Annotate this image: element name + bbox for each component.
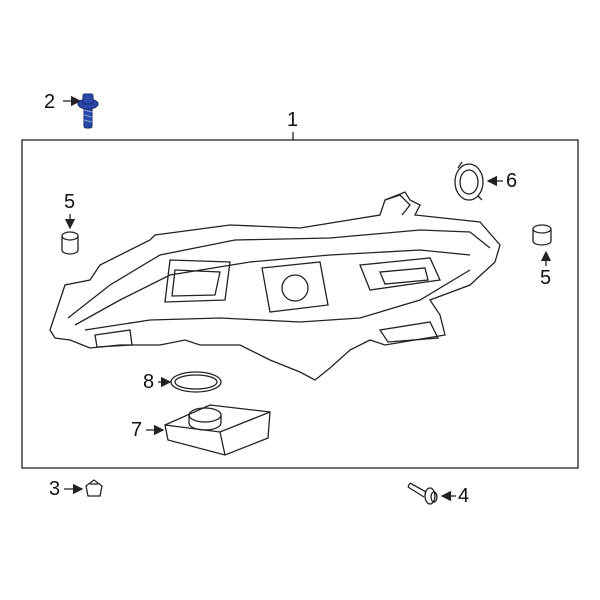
callout-5-left: 5	[64, 191, 76, 213]
ballast-module-7	[164, 404, 271, 456]
assembly-frame	[21, 139, 579, 469]
callout-2: 2	[44, 91, 56, 113]
callout-6: 6	[506, 170, 518, 192]
callout-5-right: 5	[540, 267, 552, 289]
bolt-2-highlighted	[77, 93, 99, 129]
callout-4: 4	[458, 485, 470, 507]
headlamp-assembly	[49, 191, 501, 381]
callout-1: 1	[287, 109, 299, 131]
gasket-ring-8	[170, 371, 222, 393]
bolt-4	[407, 482, 438, 505]
bulb-socket-6	[454, 161, 484, 201]
callout-7: 7	[131, 419, 143, 441]
cap-5-right	[532, 224, 552, 246]
cap-5-left	[61, 231, 79, 255]
clip-3	[85, 479, 103, 497]
callout-8: 8	[143, 371, 155, 393]
callout-3: 3	[49, 478, 61, 500]
